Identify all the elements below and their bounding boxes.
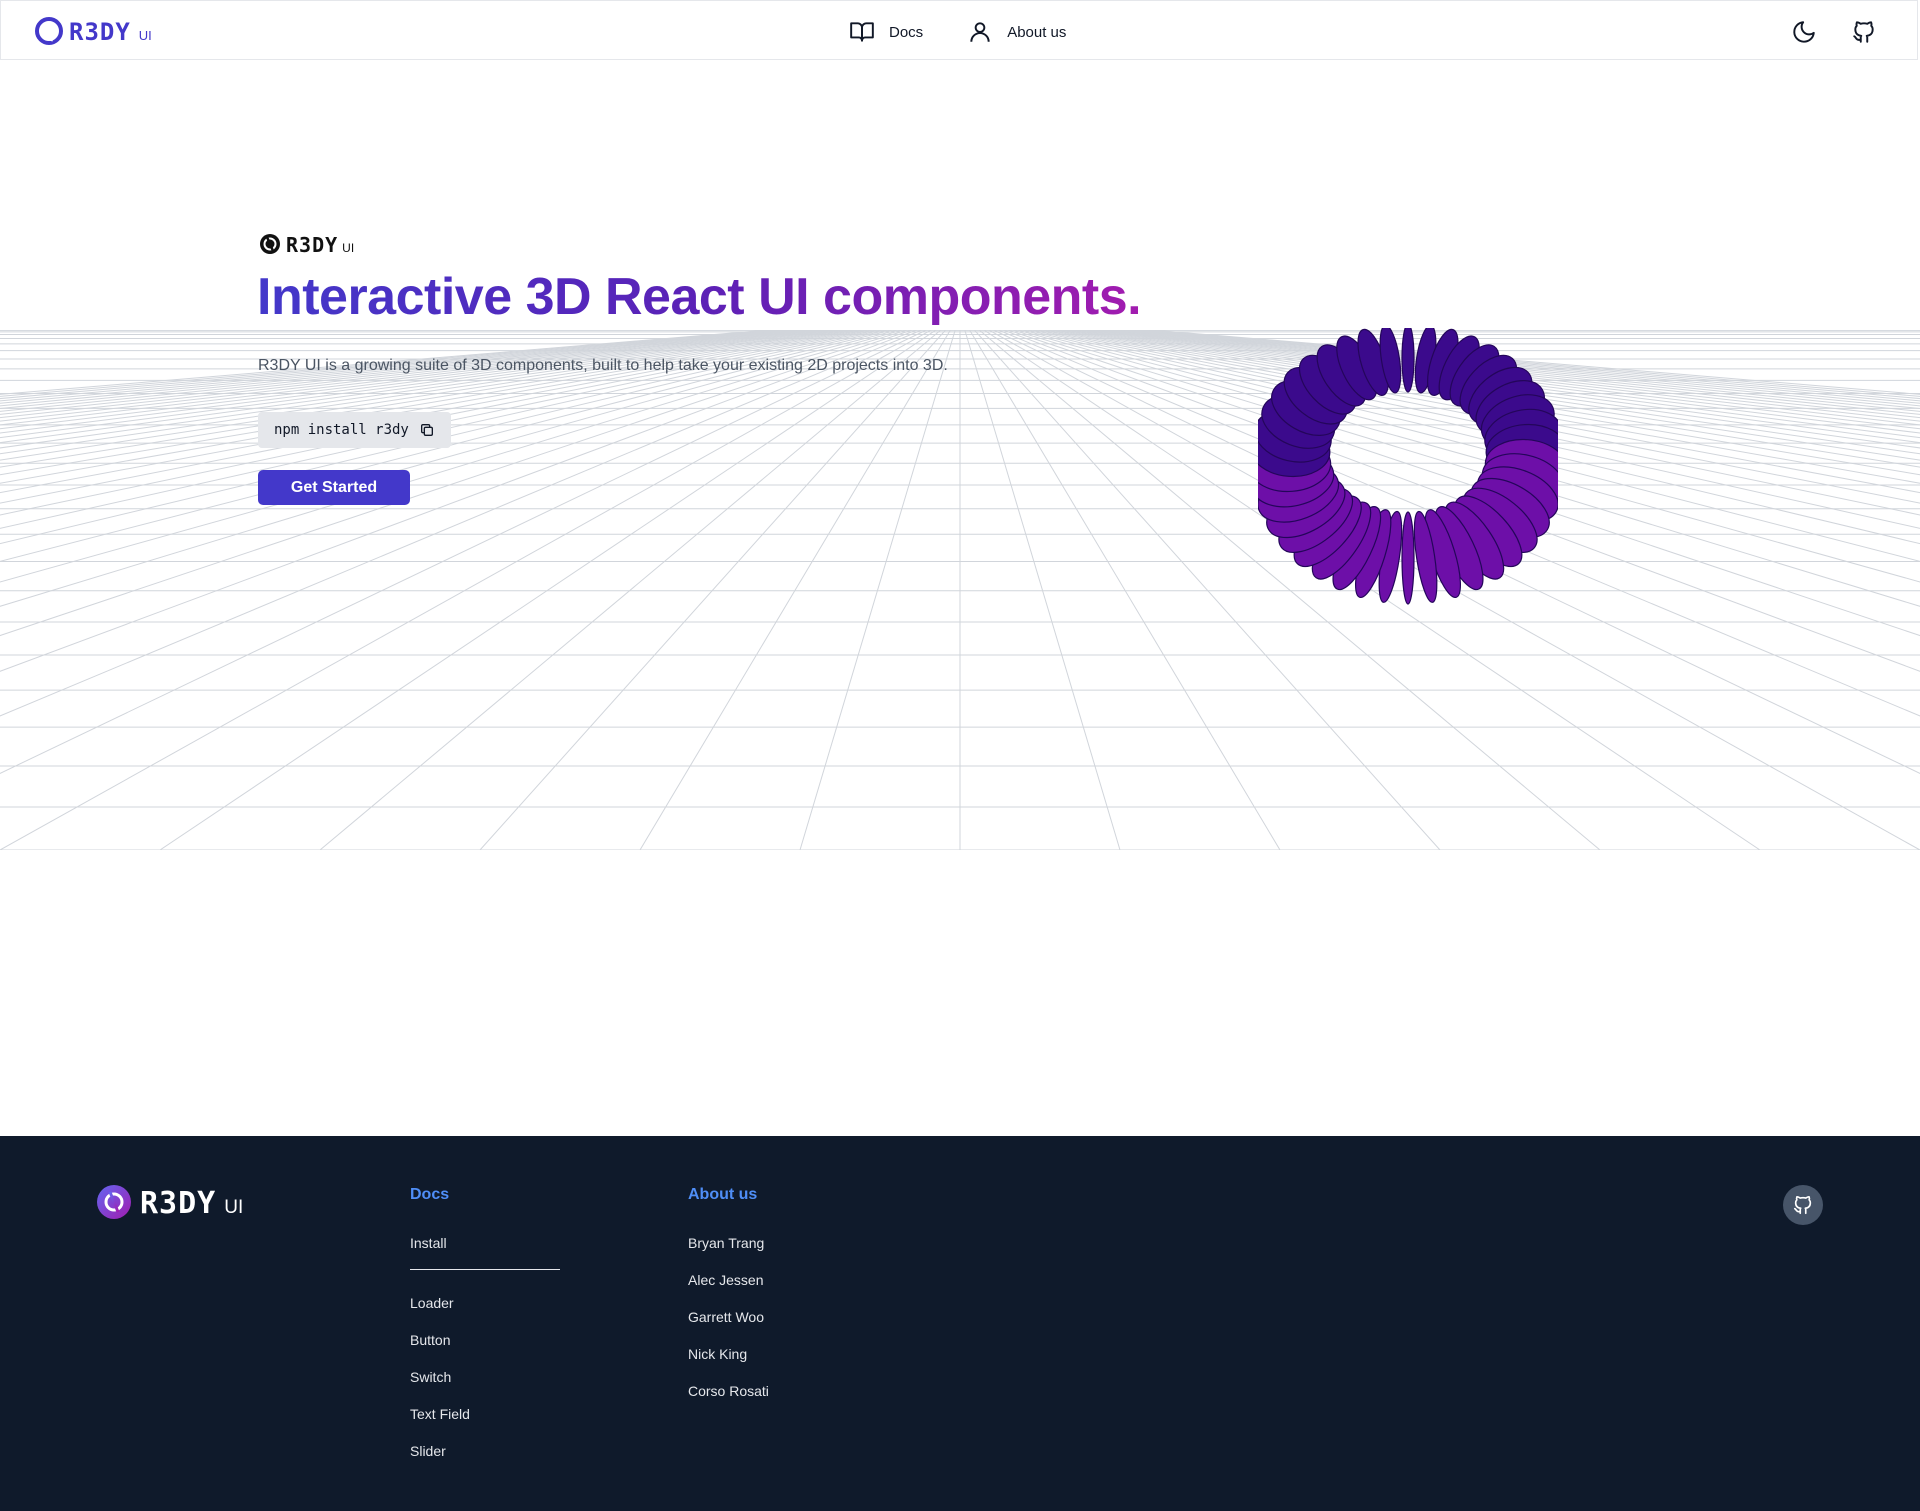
install-command-copy[interactable]: npm install r3dy: [258, 412, 451, 448]
book-open-icon: [850, 22, 874, 42]
perspective-grid: [0, 330, 1920, 850]
hero-section: R3DY UI Interactive 3D React UI componen…: [0, 60, 1920, 850]
github-link-button[interactable]: [1849, 17, 1879, 47]
brand-suffix: UI: [138, 28, 152, 43]
hero-brand-badge: R3DY UI: [258, 232, 354, 256]
3d-torus-loader: [1258, 328, 1558, 605]
get-started-button[interactable]: Get Started: [258, 470, 410, 505]
main-nav: Docs About us: [849, 19, 1066, 45]
footer-link-switch[interactable]: Switch: [410, 1369, 452, 1385]
nav-docs-label: Docs: [889, 23, 924, 41]
footer-about-column: About us Bryan Trang Alec Jessen Garrett…: [688, 1186, 769, 1419]
github-icon: [1793, 1195, 1812, 1215]
footer-link-button[interactable]: Button: [410, 1332, 451, 1348]
hero-headline: Interactive 3D React UI components.: [257, 268, 1142, 326]
r3dy-logo-icon: [260, 234, 280, 254]
footer-link-slider[interactable]: Slider: [410, 1443, 446, 1459]
footer-brand[interactable]: R3DY UI: [96, 1184, 243, 1220]
r3dy-logo-icon: [35, 17, 63, 45]
footer-docs-heading: Docs: [410, 1186, 450, 1203]
site-footer: R3DY UI Docs Install Loader Button Switc…: [0, 1136, 1920, 1511]
brand-wordmark: R3DY: [69, 18, 131, 46]
moon-icon: [1793, 21, 1815, 43]
r3dy-logo-icon: [97, 1185, 131, 1219]
footer-link-text-field[interactable]: Text Field: [410, 1406, 470, 1422]
footer-link-member[interactable]: Alec Jessen: [688, 1272, 764, 1288]
hero-badge-wordmark: R3DY: [286, 233, 339, 257]
install-command-text: npm install r3dy: [274, 422, 409, 438]
nav-actions: [1789, 17, 1879, 47]
footer-about-heading: About us: [688, 1186, 758, 1203]
footer-link-member[interactable]: Nick King: [688, 1346, 748, 1362]
footer-divider: [410, 1269, 560, 1270]
footer-github-button[interactable]: [1783, 1185, 1823, 1225]
footer-wordmark: R3DY: [140, 1186, 217, 1221]
nav-docs[interactable]: Docs: [849, 19, 923, 45]
nav-about-label: About us: [1007, 23, 1067, 41]
footer-link-install[interactable]: Install: [410, 1235, 447, 1251]
top-navbar: R3DY UI Docs About us: [0, 0, 1918, 60]
hero-subtitle: R3DY UI is a growing suite of 3D compone…: [258, 357, 948, 374]
hero-badge-suffix: UI: [342, 241, 355, 255]
brand-logo[interactable]: R3DY UI: [35, 17, 152, 45]
user-icon: [970, 22, 990, 42]
footer-link-member[interactable]: Corso Rosati: [688, 1383, 769, 1399]
footer-link-loader[interactable]: Loader: [410, 1295, 454, 1311]
copy-icon: [420, 424, 433, 436]
theme-toggle-button[interactable]: [1789, 17, 1819, 47]
footer-docs-column: Docs Install Loader Button Switch Text F…: [410, 1186, 560, 1479]
footer-link-member[interactable]: Bryan Trang: [688, 1235, 765, 1251]
nav-about[interactable]: About us: [967, 19, 1066, 45]
footer-suffix: UI: [224, 1197, 244, 1218]
footer-link-member[interactable]: Garrett Woo: [688, 1309, 764, 1325]
github-icon: [1853, 21, 1874, 43]
